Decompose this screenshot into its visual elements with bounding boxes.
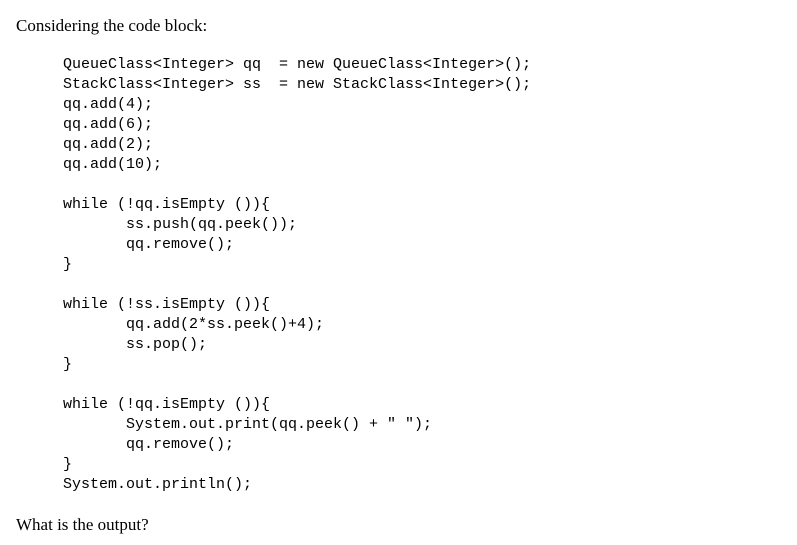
code-line: qq.remove(); [63, 436, 235, 453]
code-line: } [63, 256, 73, 273]
code-line: qq.remove(); [63, 236, 235, 253]
code-line: System.out.print(qq.peek() + " "); [63, 416, 433, 433]
code-line: qq.add(4); [63, 96, 154, 113]
question-text: What is the output? [16, 515, 149, 534]
code-line [63, 175, 531, 195]
code-line: ss.push(qq.peek()); [63, 216, 298, 233]
code-line: qq.add(6); [63, 116, 154, 133]
code-line: qq.add(2); [63, 136, 154, 153]
code-line: } [63, 456, 73, 473]
code-line: StackClass<Integer> ss = new StackClass<… [63, 76, 532, 93]
code-line: qq.add(2*ss.peek()+4); [63, 316, 325, 333]
code-line: while (!ss.isEmpty ()){ [63, 296, 271, 313]
code-line: QueueClass<Integer> qq = new QueueClass<… [63, 56, 532, 73]
code-line: while (!qq.isEmpty ()){ [63, 396, 271, 413]
intro-text: Considering the code block: [16, 16, 208, 35]
code-line: while (!qq.isEmpty ()){ [63, 196, 271, 213]
code-line: qq.add(10); [63, 156, 163, 173]
code-line: } [63, 356, 73, 373]
code-block: QueueClass<Integer> qq = new QueueClass<… [63, 55, 531, 495]
code-line [63, 375, 531, 395]
code-line: System.out.println(); [63, 476, 253, 493]
code-line [63, 275, 531, 295]
code-line: ss.pop(); [63, 336, 208, 353]
